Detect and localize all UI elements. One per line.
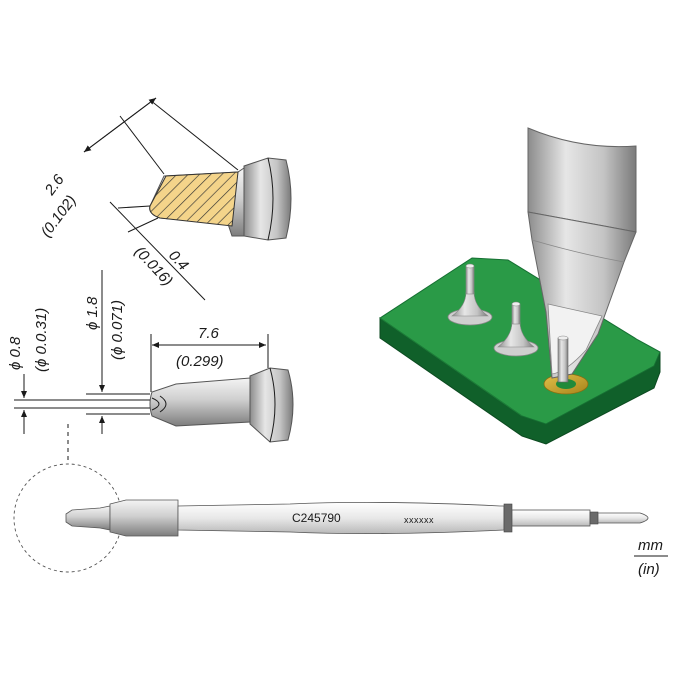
- tip-width-in-label: (ϕ 0.0.31): [33, 308, 50, 372]
- tip-thickness-in-label: (0.016): [131, 243, 176, 289]
- pcb-illustration: [379, 257, 661, 445]
- diameter-dimensions: ϕ 0.8 (ϕ 0.0.31) ϕ 1.8 (ϕ 0.071): [7, 270, 150, 434]
- units-legend: mm (in): [634, 537, 668, 578]
- cartridge-serial-label: xxxxxx: [404, 515, 434, 525]
- tip-width-mm-label: ϕ 0.8: [7, 336, 24, 370]
- iron-tip-illustration: [527, 127, 637, 383]
- inner-diameter-in-label: (ϕ 0.071): [109, 300, 126, 360]
- inner-diameter-mm-label: ϕ 1.8: [84, 296, 101, 330]
- unit-metric-label: mm: [638, 537, 663, 554]
- tip-front-view: [149, 367, 294, 443]
- length-dimension: 7.6 (0.299): [150, 325, 269, 392]
- length-mm-label: 7.6: [198, 325, 220, 342]
- length-in-label: (0.299): [176, 353, 224, 370]
- pcb-pin-2: [493, 301, 539, 357]
- cartridge-side-view: C245790 xxxxxx: [13, 424, 649, 573]
- chamfer-tip-side-view: [149, 157, 292, 241]
- unit-imperial-label: (in): [638, 561, 660, 578]
- target-pin: [557, 337, 569, 383]
- chamfer-in-label: (0.102): [38, 192, 80, 240]
- cartridge-model-label: C245790: [292, 511, 341, 525]
- pcb-pin-1: [447, 263, 493, 326]
